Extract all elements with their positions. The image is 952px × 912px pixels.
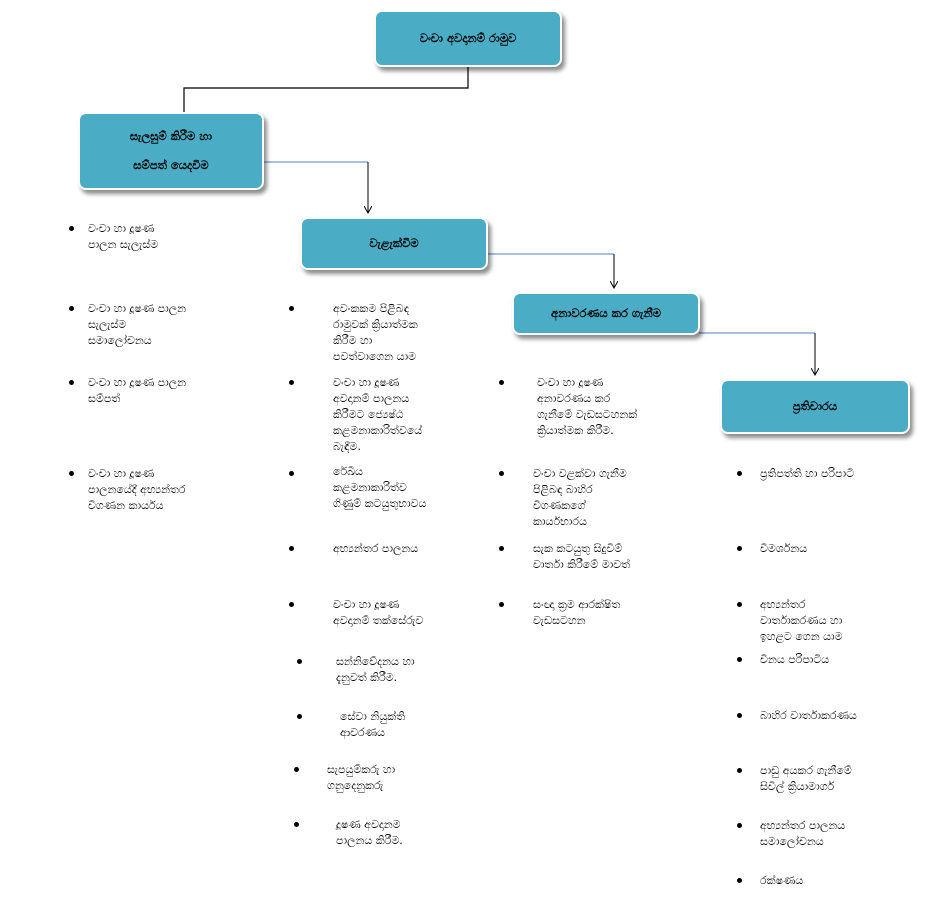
list-item: සැපයුම්කරු හා ගනුදෙනුකරු — [327, 763, 396, 792]
bullet — [69, 226, 74, 231]
root-node: වංචා අවදානම් රාමුව — [374, 10, 562, 67]
root-node-label: වංචා අවදානම් රාමුව — [419, 30, 517, 45]
list-item: විමර්ශනය — [760, 542, 808, 555]
bullet — [289, 471, 294, 476]
list-item: පාඩු අයකර ගැනීමේ සිවිල් ක්‍රියාමාර්ග — [760, 764, 852, 793]
response-node: ප්‍රතිචාරය — [720, 379, 910, 434]
bullet — [297, 659, 302, 664]
bullet — [289, 306, 294, 311]
bullet — [737, 768, 742, 773]
prevention-node-label: වැළැක්වීම — [369, 235, 419, 250]
list-item: වංචා හා දූෂණ අවදානම් තක්සේරුව — [333, 598, 424, 627]
list-item: සේවා නියුක්ති ආවරණය — [340, 710, 406, 739]
bullet — [737, 823, 742, 828]
bullet — [737, 878, 742, 883]
list-item: බාහිර වාර්තාකරණය — [760, 709, 857, 722]
list-item: සන්නිවේදනය හා දැනුවත් කිරීම. — [336, 655, 415, 684]
list-item: වංචා හා දූෂණ අවදානම් පාලනය කිරීමට ජ්‍යෙෂ… — [333, 376, 423, 453]
bullet — [294, 822, 299, 827]
list-item: සංඥා ක්‍රම ආරක්ෂිත වැඩසටහන — [533, 598, 621, 627]
bullet — [289, 380, 294, 385]
list-item: අභ්‍යන්තර පාලනය — [333, 542, 419, 555]
bullet — [737, 546, 742, 551]
list-item: වංචා හා දූෂණ පාලන සම්පත් — [88, 376, 187, 405]
detection-node: අනාවරණය කර ගැනීම — [512, 292, 700, 335]
list-item: වංචා වළක්වා ගැනීම පිළිබඳ බාහිර විගණකගේ ක… — [533, 467, 627, 528]
list-item: අභ්‍යන්තර පාලනය සමාලෝචනය — [760, 819, 846, 848]
list-item: අවංකකම පිළිබඳ රාමුවක් ක්‍රියාත්මක කිරීම … — [333, 302, 418, 363]
prevention-node: වැළැක්වීම — [300, 217, 488, 270]
bullet — [737, 657, 742, 662]
response-node-label: ප්‍රතිචාරය — [792, 398, 838, 413]
bullet — [69, 380, 74, 385]
list-item: වංචා හා දූෂණ පාලන සැලැස්ම — [88, 222, 159, 251]
bullet — [294, 767, 299, 772]
bullet — [289, 546, 294, 551]
root-to-safeguard-line — [183, 67, 469, 112]
safeguard-node-line2: සම්පත් යෙදවීම — [133, 158, 209, 172]
list-item: වංචා හා දූෂණ පාලන සැලැස්ම සමාලෝචනය — [88, 302, 187, 347]
safeguard-node: සැලසුම් කිරීම හා සම්පත් යෙදවීම — [78, 112, 264, 190]
bullet — [499, 380, 504, 385]
bullet — [737, 602, 742, 607]
bullet — [499, 602, 504, 607]
bullet — [289, 602, 294, 607]
list-item: දූෂණ අවදානම පාලනය කිරීම. — [336, 818, 403, 847]
list-item: රක්ෂණය — [760, 874, 804, 887]
detection-node-label: අනාවරණය කර ගැනීම — [551, 305, 661, 320]
bullet — [69, 306, 74, 311]
bullet — [737, 471, 742, 476]
list-item: ප්‍රතිපත්ති හා පරිපාටි — [760, 467, 855, 480]
list-item: සැක කටයුතු සිදුවීම් වාර්තා කිරීමේ මාවත් — [533, 542, 631, 571]
list-item: වංචා හා දූෂණ අනාවරණය කර ගැනීමේ වැඩසටහනක්… — [537, 376, 638, 437]
list-item: රේඛීය කළමනාකාරිත්ව ගිණුම් කටයුතුභාවය — [333, 465, 427, 510]
bullet — [499, 471, 504, 476]
list-item: වංචා හා දූෂණ පාලනයේදී අභ්‍යන්තර විගණන කා… — [88, 467, 186, 512]
list-item: අභ්‍යන්තර වාර්තාකරණය හා ඉහළට ගෙන යාම — [760, 598, 843, 643]
bullet — [499, 546, 504, 551]
safeguard-node-line1: සැලසුම් කිරීම හා — [129, 128, 213, 143]
bullet — [69, 471, 74, 476]
bullet — [737, 713, 742, 718]
list-item: විනය පරිපාටිය — [760, 653, 830, 666]
bullet — [297, 714, 302, 719]
